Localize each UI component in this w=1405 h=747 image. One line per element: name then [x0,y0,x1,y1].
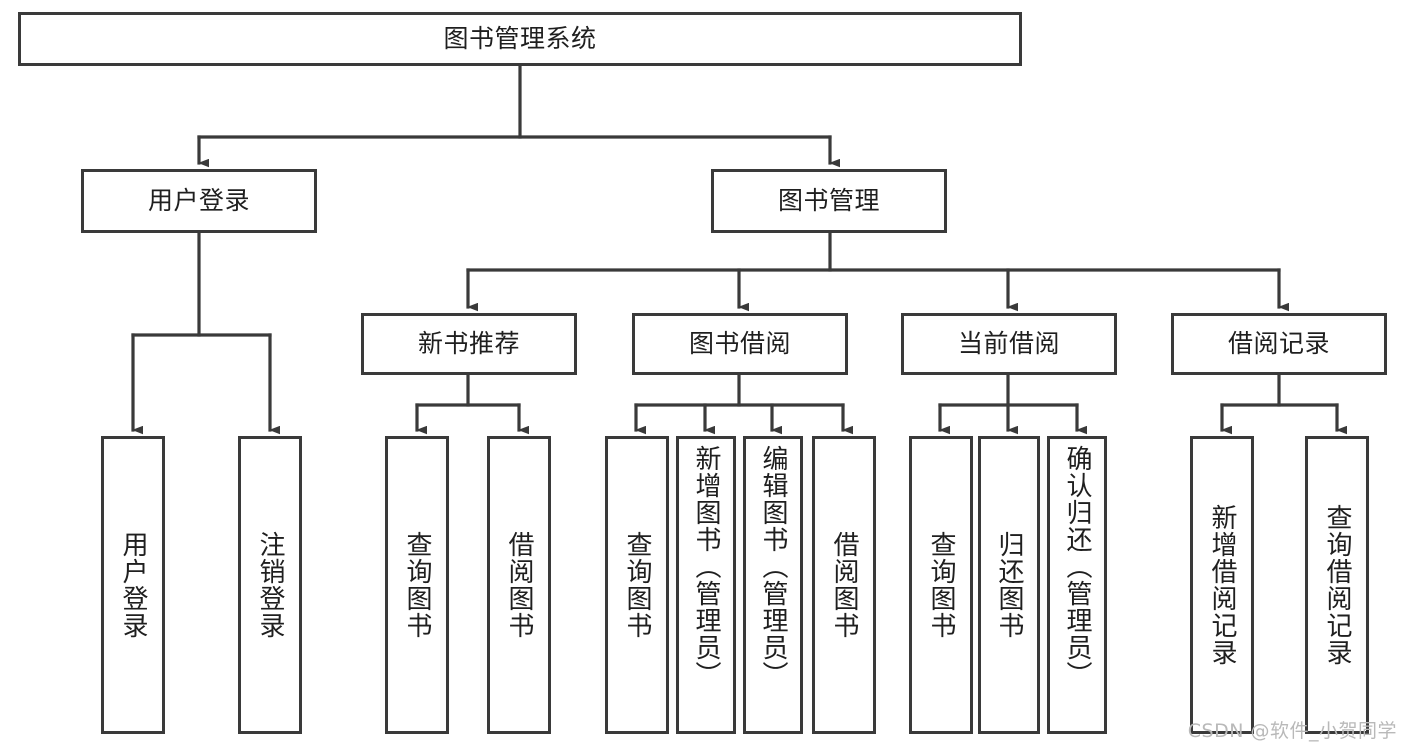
node-leaf-return-book[interactable]: 归还图书 [978,436,1040,734]
node-book-borrow[interactable]: 图书借阅 [632,313,848,375]
node-label: 新增图书（管理员） [691,445,722,688]
node-leaf-query-borrow-record[interactable]: 查询借阅记录 [1305,436,1369,734]
node-leaf-user-logout[interactable]: 注销登录 [238,436,302,734]
node-leaf-query-book-recommend[interactable]: 查询图书 [385,436,449,734]
node-borrow-record[interactable]: 借阅记录 [1171,313,1387,375]
csdn-watermark: CSDN @软件_小贺同学 [1187,720,1397,742]
node-leaf-user-login[interactable]: 用户登录 [101,436,165,734]
node-root-book-management-system[interactable]: 图书管理系统 [18,12,1022,66]
node-label: 归还图书 [994,531,1025,639]
node-leaf-borrow-book-borrow[interactable]: 借阅图书 [812,436,876,734]
node-current-borrow[interactable]: 当前借阅 [901,313,1117,375]
node-label: 查询图书 [402,531,433,639]
node-label: 借阅图书 [829,531,860,639]
node-label: 新增借阅记录 [1207,504,1238,666]
node-label: 图书管理 [777,186,880,216]
node-label: 用户登录 [147,186,250,216]
node-label: 查询借阅记录 [1322,504,1353,666]
node-leaf-edit-book-admin[interactable]: 编辑图书（管理员） [743,436,803,734]
node-label: 用户登录 [118,531,149,639]
node-leaf-add-book-admin[interactable]: 新增图书（管理员） [676,436,736,734]
node-leaf-add-borrow-record[interactable]: 新增借阅记录 [1190,436,1254,734]
node-label: 查询图书 [926,531,957,639]
node-book-management[interactable]: 图书管理 [711,169,947,233]
node-label: 图书借阅 [688,329,791,359]
node-label: 图书管理系统 [443,24,597,54]
node-user-login[interactable]: 用户登录 [81,169,317,233]
node-new-book-recommend[interactable]: 新书推荐 [361,313,577,375]
node-leaf-query-book-current[interactable]: 查询图书 [909,436,973,734]
node-label: 当前借阅 [957,329,1060,359]
node-label: 新书推荐 [417,329,520,359]
node-label: 编辑图书（管理员） [758,445,789,688]
node-label: 借阅图书 [504,531,535,639]
node-label: 查询图书 [622,531,653,639]
node-label: 注销登录 [255,531,286,639]
node-leaf-confirm-return-admin[interactable]: 确认归还（管理员） [1047,436,1107,734]
node-leaf-query-book-borrow[interactable]: 查询图书 [605,436,669,734]
node-label: 确认归还（管理员） [1062,445,1093,688]
node-leaf-borrow-book-recommend[interactable]: 借阅图书 [487,436,551,734]
node-label: 借阅记录 [1227,329,1330,359]
